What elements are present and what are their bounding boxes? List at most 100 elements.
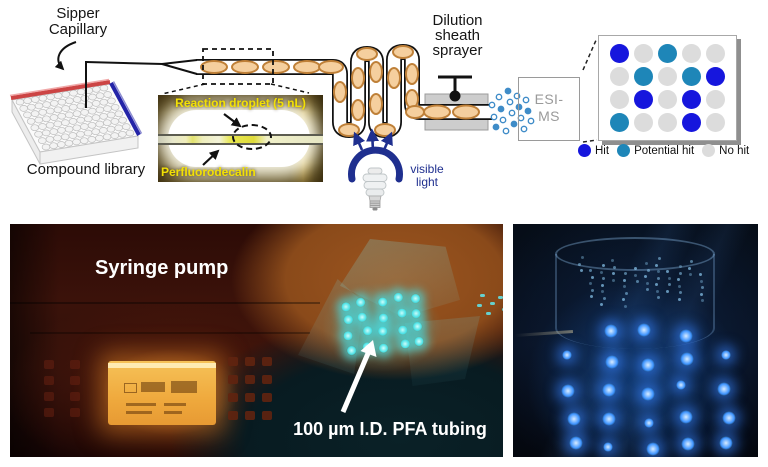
well bbox=[30, 110, 40, 117]
matrix-dot-potential bbox=[681, 67, 701, 86]
well bbox=[72, 110, 82, 118]
sipper-capillary-label: Sipper Capillary bbox=[48, 5, 108, 39]
sipper-capillary-line bbox=[85, 59, 198, 108]
shelf-line bbox=[30, 332, 310, 334]
fluorescent-droplet bbox=[718, 436, 733, 451]
keypad-button bbox=[262, 393, 272, 402]
well bbox=[110, 103, 120, 111]
matrix-dot-none bbox=[634, 113, 654, 132]
well bbox=[38, 94, 48, 102]
tubing-streak-dot bbox=[644, 262, 648, 265]
tubing-streak-dot bbox=[624, 272, 627, 275]
well bbox=[80, 123, 89, 130]
fluorescent-droplet bbox=[645, 442, 660, 456]
keypad-button bbox=[70, 360, 80, 369]
well bbox=[57, 112, 66, 120]
well bbox=[61, 105, 70, 112]
spool-cylinder-body bbox=[555, 254, 715, 349]
well bbox=[50, 99, 59, 107]
tubing-streak-dot bbox=[591, 288, 594, 292]
keypad-button bbox=[228, 411, 238, 420]
droplet-speck bbox=[498, 296, 503, 299]
fluorescent-droplet bbox=[566, 412, 581, 426]
fluorescent-droplet bbox=[562, 350, 573, 361]
tubing-streak-dot bbox=[690, 260, 693, 263]
keypad-button bbox=[245, 411, 255, 420]
inset-arrows bbox=[202, 113, 242, 166]
well bbox=[99, 98, 109, 106]
tubing-streak-dot bbox=[646, 288, 649, 291]
pump-keypad bbox=[228, 357, 276, 429]
keypad-button bbox=[44, 360, 54, 369]
matrix-dot-hit bbox=[681, 113, 701, 132]
tubing-arrow bbox=[340, 340, 377, 413]
matrix-dot-potential bbox=[610, 113, 630, 132]
keypad-button bbox=[228, 357, 238, 366]
well-plate bbox=[9, 78, 143, 165]
keypad-button bbox=[70, 376, 80, 385]
tubing-streak-dots bbox=[513, 224, 758, 457]
droplet-coil-photo bbox=[513, 224, 758, 457]
well bbox=[23, 97, 32, 105]
syringe-pump-label: Syringe pump bbox=[95, 257, 229, 279]
tubing-streak-dot bbox=[689, 273, 692, 276]
keypad-button bbox=[228, 375, 238, 384]
fluorescent-droplet bbox=[601, 383, 616, 398]
keypad-button bbox=[262, 357, 272, 366]
droplet-inset-photo: Reaction droplet (5 nL) Perfluorodecalin bbox=[158, 95, 323, 182]
keypad-button bbox=[44, 376, 54, 385]
well bbox=[49, 114, 59, 121]
well bbox=[68, 118, 78, 125]
well bbox=[95, 106, 105, 114]
well bbox=[118, 130, 127, 138]
well bbox=[106, 111, 116, 119]
well bbox=[41, 129, 51, 137]
matrix-dot-none bbox=[705, 90, 725, 109]
well bbox=[64, 139, 74, 147]
tubing-streak-dot bbox=[698, 273, 702, 276]
well bbox=[106, 125, 116, 133]
tubing-streak-dot bbox=[676, 278, 680, 281]
well bbox=[27, 103, 36, 111]
well bbox=[87, 121, 97, 129]
matrix-dot-hit bbox=[705, 67, 725, 86]
fluorescent-droplet bbox=[561, 383, 576, 398]
tubing-streak-dot bbox=[657, 276, 660, 280]
well bbox=[91, 114, 101, 121]
tubing-streak-dot bbox=[657, 257, 661, 260]
well bbox=[99, 127, 108, 134]
well bbox=[102, 133, 112, 141]
tubing-streak-dot bbox=[622, 285, 626, 288]
well bbox=[76, 102, 86, 110]
plate-blue-edge bbox=[109, 82, 141, 136]
matrix-dot-none bbox=[634, 44, 654, 63]
matrix-dot-none bbox=[657, 67, 677, 86]
compound-library-label: Compound library bbox=[26, 161, 146, 178]
well bbox=[122, 123, 131, 130]
tubing-streak-dot bbox=[644, 275, 647, 278]
tubing-streak-dot bbox=[635, 280, 639, 283]
well bbox=[61, 91, 71, 98]
well bbox=[84, 115, 93, 123]
well bbox=[45, 121, 55, 129]
tubing-streak-dot bbox=[701, 286, 704, 289]
well bbox=[31, 96, 40, 103]
well-plate-wells bbox=[15, 84, 135, 151]
visible-light-label: visible light bbox=[410, 162, 444, 189]
light-bulb-icon bbox=[348, 146, 403, 211]
tubing-streak-dot bbox=[589, 269, 592, 272]
matrix-dot-none bbox=[657, 90, 677, 109]
fluorescent-droplet bbox=[603, 324, 618, 338]
well bbox=[72, 138, 81, 146]
well bbox=[42, 101, 51, 108]
well bbox=[38, 108, 47, 116]
tubing-streak-dot bbox=[656, 289, 659, 293]
keypad-button bbox=[44, 392, 54, 401]
tubing-streak-dot bbox=[668, 283, 671, 286]
schematic-drawing bbox=[9, 37, 598, 211]
well bbox=[76, 116, 85, 124]
fluorescent-droplet bbox=[679, 410, 694, 425]
droplet-dashed-ellipse bbox=[232, 124, 272, 150]
well bbox=[46, 107, 55, 115]
